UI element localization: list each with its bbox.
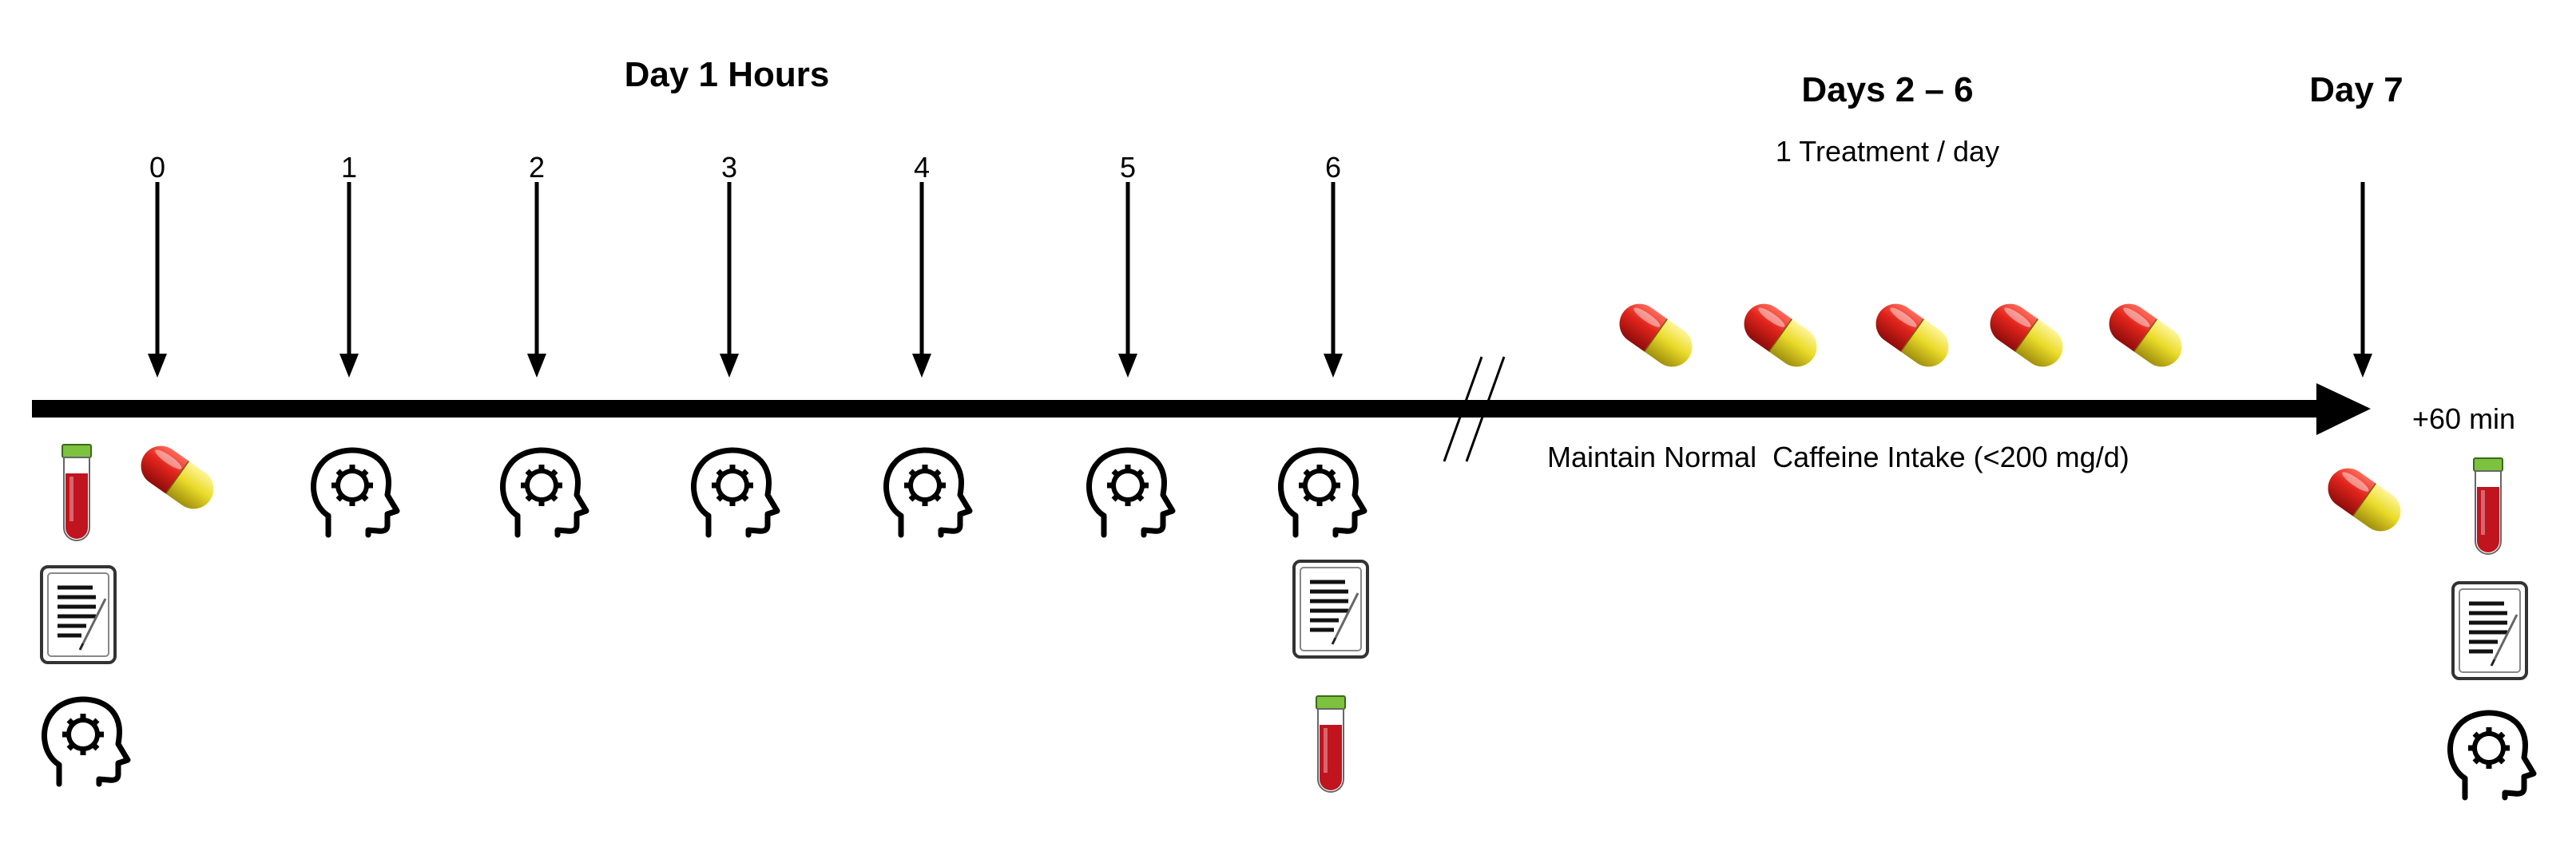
hourly-cognitive-tests [314,450,1364,535]
day7-assessments [2319,457,2534,798]
capsule-icon [132,437,223,517]
capsule-icon [2319,460,2410,540]
questionnaire-icon [2453,583,2526,679]
capsule-icon [1981,295,2072,375]
questionnaire-icon [42,567,115,663]
hour-label-3: 3 [721,151,737,184]
timeline-axis [32,383,2371,435]
blood-tube-icon [1316,695,1346,793]
arrow-day-7 [2353,182,2372,378]
hour-label-6: 6 [1325,151,1341,184]
arrow-hour-4 [912,182,931,378]
head-gear-icon [314,450,397,535]
capsule-icon [1735,295,1826,375]
hour-label-4: 4 [914,151,930,184]
head-gear-icon [887,450,970,535]
arrow-hour-3 [720,182,739,378]
arrow-hour-5 [1118,182,1137,378]
blood-tube-icon [2473,457,2503,555]
head-gear-icon [1281,450,1364,535]
arrow-hour-6 [1324,182,1343,378]
day7-title: Day 7 [2309,70,2403,109]
axis-break-icon [1443,356,1506,462]
hour-labels: 0 1 2 3 4 5 6 [149,151,1341,184]
capsule-icon [2100,295,2191,375]
hour-label-0: 0 [149,151,165,184]
timeline-arrowhead [2316,383,2371,435]
caffeine-note: Maintain Normal Caffeine Intake (<200 mg… [1547,441,2129,473]
day1-title: Day 1 Hours [625,55,830,94]
arrow-hour-2 [527,182,546,378]
questionnaire-icon [1294,561,1367,657]
head-gear-icon [694,450,777,535]
hour-label-2: 2 [529,151,545,184]
daily-capsules [1610,295,2191,375]
days2to6-title: Days 2 – 6 [1801,70,1973,109]
head-gear-icon [45,699,128,784]
head-gear-icon [1090,450,1173,535]
hour-label-1: 1 [341,151,357,184]
capsule-icon [1610,295,1701,375]
hour-label-5: 5 [1120,151,1136,184]
arrow-hour-1 [339,182,359,378]
blood-tube-icon [62,444,92,541]
timeline-bar [32,400,2324,418]
plus-60-min-label: +60 min [2412,402,2515,435]
days2to6-subtitle: 1 Treatment / day [1776,135,1999,168]
head-gear-icon [503,450,586,535]
baseline-assessments [42,437,223,784]
arrow-hour-0 [148,182,167,378]
capsule-icon [1867,295,1958,375]
hour6-assessments [1294,561,1367,793]
head-gear-icon [2451,713,2534,798]
